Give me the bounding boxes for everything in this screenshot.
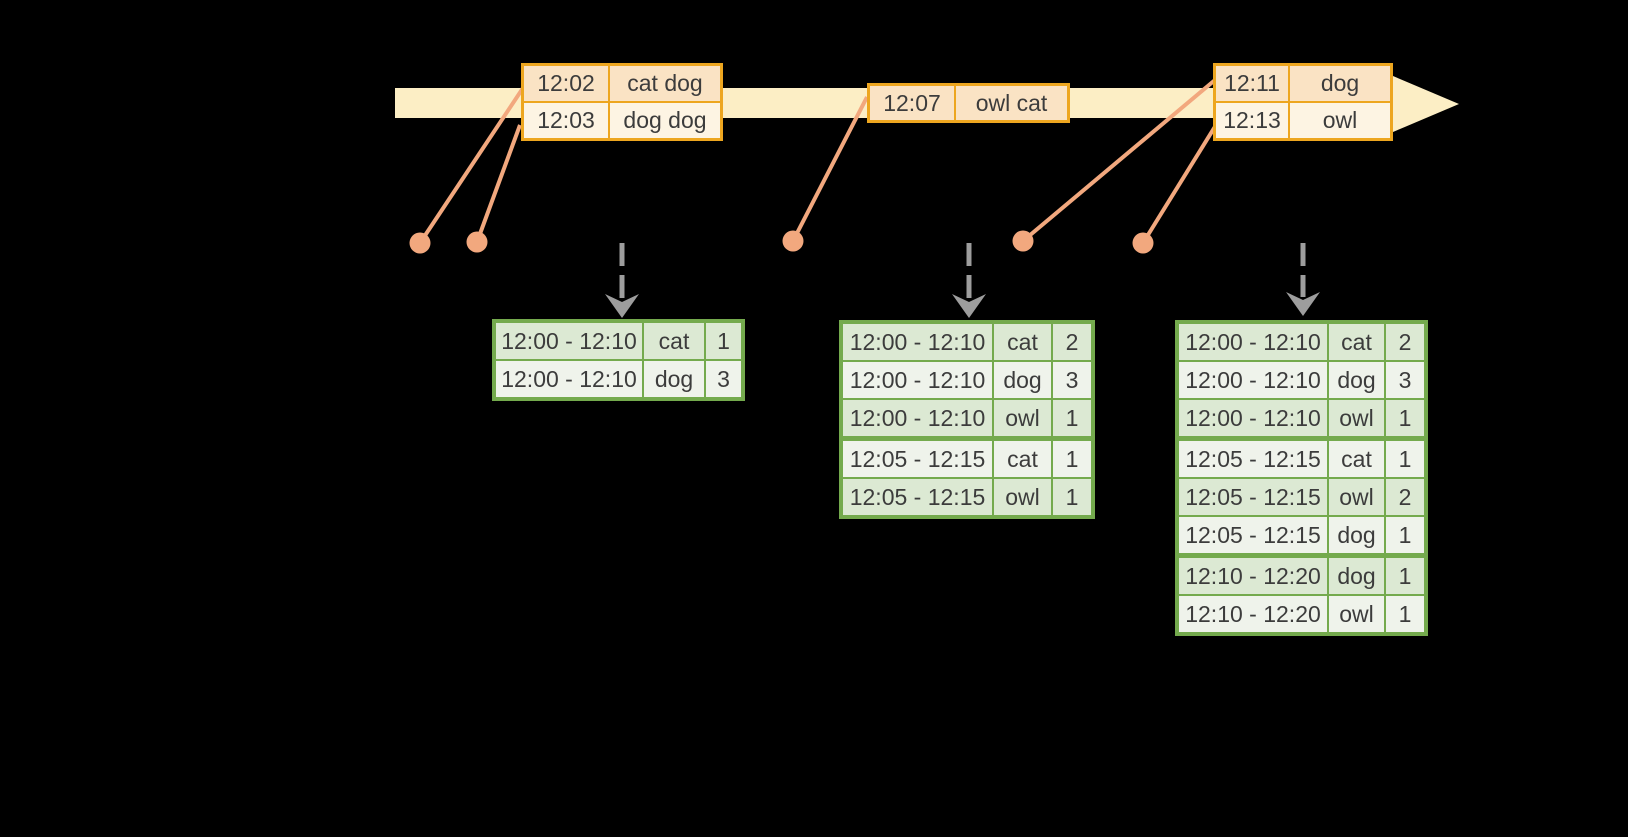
result-word-cell: dog bbox=[1327, 517, 1384, 553]
event-dot bbox=[409, 232, 431, 254]
result-window-cell: 12:05 - 12:15 bbox=[1185, 483, 1321, 510]
trigger-arrow-icon bbox=[1286, 243, 1320, 316]
event-row: 12:07 owl cat bbox=[870, 86, 1067, 120]
result-word-cell: cat bbox=[1327, 324, 1384, 360]
trigger-arrow-head bbox=[952, 294, 986, 318]
event-row: 12:03 dog dog bbox=[524, 101, 720, 138]
result-window-cell: 12:00 - 12:10 bbox=[849, 404, 986, 431]
result-window-cell: 12:00 - 12:10 bbox=[501, 365, 637, 392]
result-word-cell: owl bbox=[992, 400, 1051, 436]
event-dot bbox=[466, 231, 488, 253]
result-word-cell: cat bbox=[642, 323, 704, 359]
event-table-1: 12:02 cat dog 12:03 dog dog bbox=[521, 63, 723, 141]
event-time-cell: 12:11 bbox=[1224, 70, 1280, 96]
event-dot bbox=[1132, 232, 1154, 254]
event-row: 12:02 cat dog bbox=[524, 66, 720, 101]
result-word-cell: dog bbox=[992, 362, 1051, 398]
result-window-cell: 12:00 - 12:10 bbox=[1185, 328, 1321, 355]
result-count-cell: 3 bbox=[1384, 362, 1424, 398]
event-table-3: 12:11 dog 12:13 owl bbox=[1213, 63, 1393, 141]
result-count-cell: 3 bbox=[1051, 362, 1091, 398]
result-row: 12:00 - 12:10 cat 1 bbox=[496, 323, 741, 359]
event-words-cell: owl bbox=[1288, 103, 1390, 138]
result-count-cell: 1 bbox=[1051, 441, 1091, 477]
result-window-cell: 12:10 - 12:20 bbox=[1185, 562, 1321, 589]
result-row: 12:00 - 12:10 owl 1 bbox=[843, 398, 1091, 436]
result-count-cell: 1 bbox=[1384, 558, 1424, 594]
result-word-cell: cat bbox=[992, 324, 1051, 360]
trigger-arrow-icon bbox=[952, 243, 986, 318]
result-window-cell: 12:00 - 12:10 bbox=[1185, 366, 1321, 393]
result-window-cell: 12:00 - 12:10 bbox=[1185, 404, 1321, 431]
event-time-cell: 12:02 bbox=[537, 70, 595, 96]
result-window-cell: 12:10 - 12:20 bbox=[1185, 600, 1321, 627]
result-word-cell: dog bbox=[1327, 362, 1384, 398]
result-word-cell: owl bbox=[1327, 400, 1384, 436]
result-count-cell: 1 bbox=[704, 323, 741, 359]
event-words-cell: cat dog bbox=[608, 66, 720, 101]
result-row: 12:00 - 12:10 cat 2 bbox=[1179, 324, 1424, 360]
result-window-cell: 12:05 - 12:15 bbox=[849, 483, 986, 510]
result-count-cell: 1 bbox=[1384, 441, 1424, 477]
result-word-cell: cat bbox=[1327, 441, 1384, 477]
result-row: 12:05 - 12:15 owl 1 bbox=[843, 477, 1091, 515]
result-count-cell: 3 bbox=[704, 361, 741, 397]
timeline-arrowhead-icon bbox=[1393, 76, 1459, 132]
event-time-cell: 12:07 bbox=[883, 89, 941, 116]
result-word-cell: owl bbox=[1327, 479, 1384, 515]
event-time-cell: 12:13 bbox=[1223, 107, 1281, 133]
result-row: 12:00 - 12:10 cat 2 bbox=[843, 324, 1091, 360]
result-row: 12:00 - 12:10 dog 3 bbox=[1179, 360, 1424, 398]
result-word-cell: cat bbox=[992, 441, 1051, 477]
event-row: 12:13 owl bbox=[1216, 101, 1390, 138]
event-connector-line bbox=[475, 124, 522, 243]
trigger-arrow-head bbox=[605, 294, 639, 318]
event-words-cell: dog bbox=[1288, 66, 1390, 101]
result-row: 12:05 - 12:15 owl 2 bbox=[1179, 477, 1424, 515]
result-word-cell: owl bbox=[1327, 596, 1384, 632]
result-count-cell: 2 bbox=[1384, 324, 1424, 360]
result-count-cell: 1 bbox=[1384, 596, 1424, 632]
result-count-cell: 1 bbox=[1051, 400, 1091, 436]
event-connector-line bbox=[791, 96, 869, 242]
event-time-cell: 12:03 bbox=[537, 107, 595, 133]
result-window-cell: 12:00 - 12:10 bbox=[849, 366, 986, 393]
event-words-cell: owl cat bbox=[954, 86, 1067, 120]
result-window-cell: 12:05 - 12:15 bbox=[849, 445, 986, 472]
result-window-cell: 12:05 - 12:15 bbox=[1185, 521, 1321, 548]
result-count-cell: 1 bbox=[1384, 517, 1424, 553]
result-row: 12:05 - 12:15 cat 1 bbox=[843, 436, 1091, 477]
result-count-cell: 1 bbox=[1051, 479, 1091, 515]
result-window-cell: 12:00 - 12:10 bbox=[849, 328, 986, 355]
result-word-cell: dog bbox=[1327, 558, 1384, 594]
result-count-cell: 2 bbox=[1051, 324, 1091, 360]
result-row: 12:00 - 12:10 dog 3 bbox=[496, 359, 741, 397]
event-words-cell: dog dog bbox=[608, 103, 720, 138]
result-word-cell: dog bbox=[642, 361, 704, 397]
result-table-2: 12:00 - 12:10 cat 2 12:00 - 12:10 dog 3 … bbox=[839, 320, 1095, 519]
result-row: 12:10 - 12:20 dog 1 bbox=[1179, 553, 1424, 594]
result-row: 12:05 - 12:15 cat 1 bbox=[1179, 436, 1424, 477]
result-row: 12:00 - 12:10 owl 1 bbox=[1179, 398, 1424, 436]
event-connector-line bbox=[1141, 123, 1218, 245]
event-table-2: 12:07 owl cat bbox=[867, 83, 1070, 123]
result-word-cell: owl bbox=[992, 479, 1051, 515]
trigger-arrow-head bbox=[1286, 292, 1320, 316]
result-table-1: 12:00 - 12:10 cat 1 12:00 - 12:10 dog 3 bbox=[492, 319, 745, 401]
event-connector-line bbox=[1021, 78, 1217, 243]
event-row: 12:11 dog bbox=[1216, 66, 1390, 101]
result-row: 12:10 - 12:20 owl 1 bbox=[1179, 594, 1424, 632]
result-count-cell: 1 bbox=[1384, 400, 1424, 436]
event-dot bbox=[1012, 230, 1034, 252]
trigger-arrow-icon bbox=[605, 243, 639, 318]
result-count-cell: 2 bbox=[1384, 479, 1424, 515]
event-connector-line bbox=[418, 86, 525, 245]
result-row: 12:05 - 12:15 dog 1 bbox=[1179, 515, 1424, 553]
result-window-cell: 12:05 - 12:15 bbox=[1185, 445, 1321, 472]
result-table-3: 12:00 - 12:10 cat 2 12:00 - 12:10 dog 3 … bbox=[1175, 320, 1428, 636]
event-dot bbox=[782, 230, 804, 252]
result-window-cell: 12:00 - 12:10 bbox=[501, 327, 637, 354]
result-row: 12:00 - 12:10 dog 3 bbox=[843, 360, 1091, 398]
